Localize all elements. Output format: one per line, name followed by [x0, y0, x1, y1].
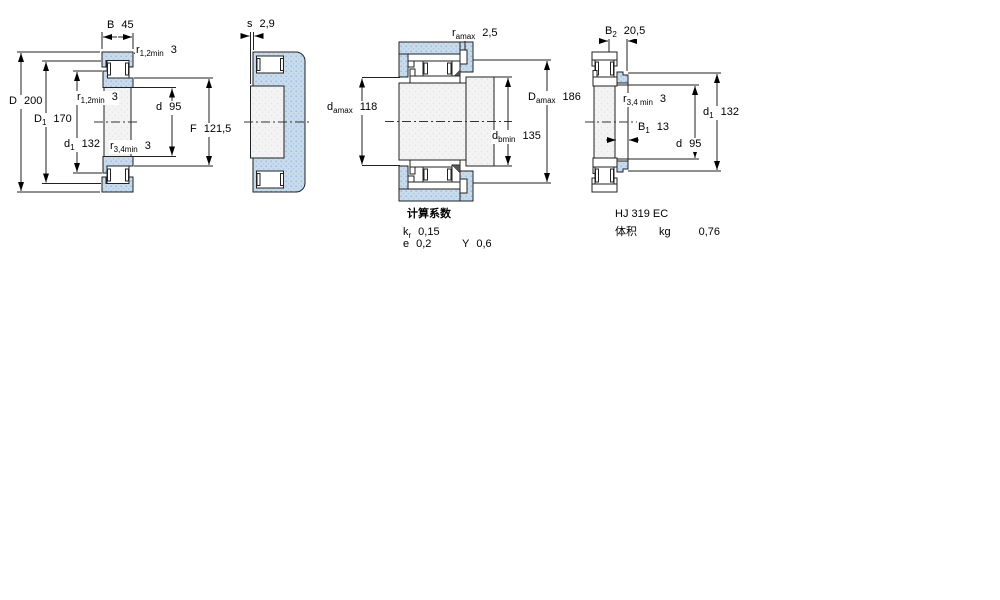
view3-dimension-lines [359, 41, 551, 184]
view4-dimension-lines [599, 35, 721, 172]
view2-dimension-lines [240, 31, 264, 84]
hj-ring-top [616, 71, 629, 84]
hj-weight-row: 体积 kg 0,76 [614, 226, 722, 238]
view3-mounted-arrangement [385, 41, 512, 202]
calc-factors-heading: 计算系数 [406, 208, 452, 220]
view2-side-cross-section [244, 51, 312, 193]
view1-bearing-cross-section [94, 51, 140, 193]
hj-weight-label: 体积 [615, 226, 637, 238]
hj-weight-unit: kg [659, 226, 671, 238]
hj-weight-value: 0,76 [698, 226, 721, 238]
hj-ring-bottom [616, 160, 629, 173]
view1-dimension-lines [17, 32, 213, 193]
hj-product-name: HJ 319 EC [614, 208, 670, 220]
